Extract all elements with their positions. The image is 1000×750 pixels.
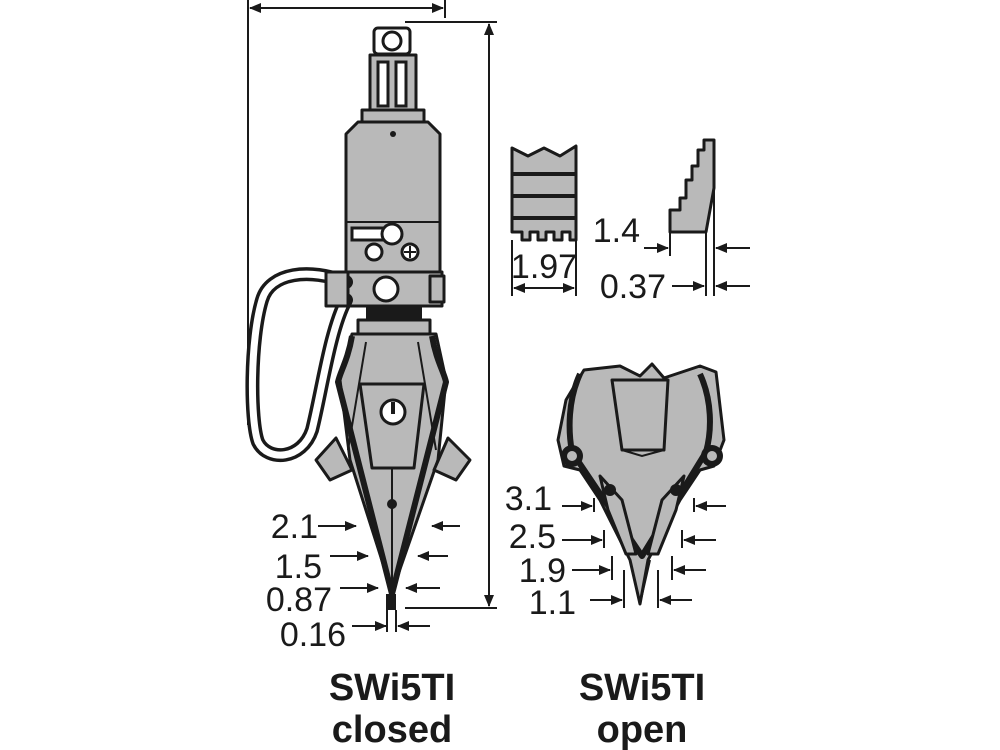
- open-dim-1: 3.1: [505, 480, 552, 518]
- jaw-side-detail: [644, 138, 750, 296]
- open-caption-model: SWi5TI: [579, 667, 705, 709]
- closed-caption-model: SWi5TI: [329, 667, 455, 709]
- jaw-tip-label: 0.37: [600, 268, 666, 306]
- open-dim-3: 1.9: [519, 552, 566, 590]
- jaw-step-label: 1.4: [593, 212, 640, 250]
- closed-dimension-arrows: [318, 521, 460, 632]
- closed-dim-3: 0.87: [266, 581, 332, 619]
- open-dim-4: 1.1: [529, 584, 576, 622]
- open-dimension-arrows: [562, 498, 726, 608]
- closed-dimension-labels: 2.1 1.5 0.87 0.16: [266, 508, 346, 654]
- closed-caption-state: closed: [332, 709, 452, 750]
- closed-dim-1: 2.1: [271, 508, 318, 546]
- jaw-width-label: 1.97: [511, 248, 577, 286]
- closed-dim-2: 1.5: [275, 548, 322, 586]
- open-dimension-labels: 3.1 2.5 1.9 1.1: [505, 480, 576, 622]
- open-dim-2: 2.5: [509, 518, 556, 556]
- gripper-open-drawing: [556, 362, 726, 606]
- gripper-closed-drawing: [245, 26, 472, 610]
- open-caption-state: open: [597, 709, 688, 750]
- closed-dim-4: 0.16: [280, 616, 346, 654]
- jaw-front-detail: [510, 144, 578, 296]
